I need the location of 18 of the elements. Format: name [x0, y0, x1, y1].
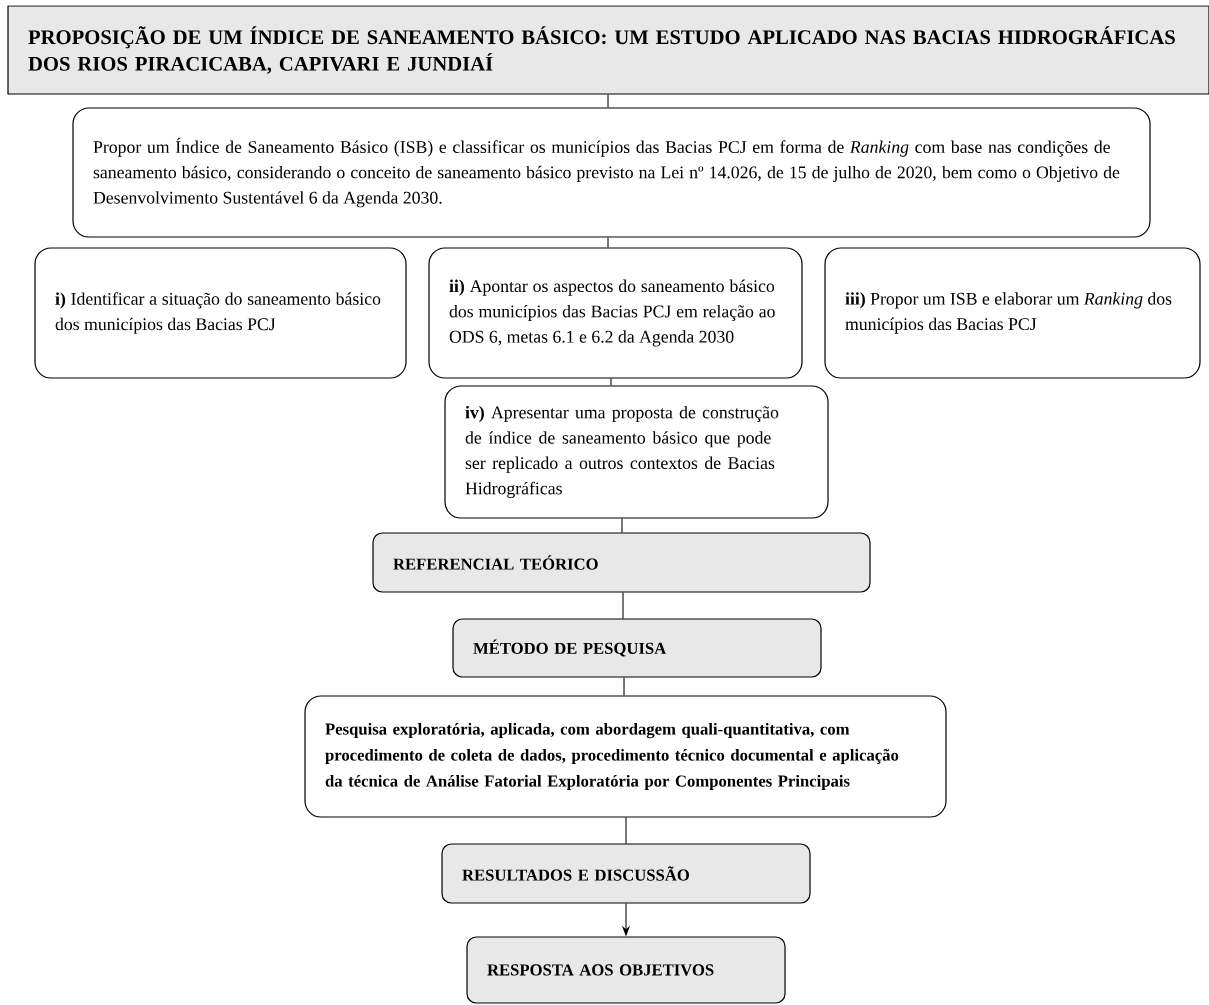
- connector: [623, 677, 625, 696]
- method-box: Pesquisa exploratória, aplicada, com abordagem quali-quantitativa, com procedimento de coleta de dados, procedimento técnico documental e aplicação da técnica de Análise Fatorial Exploratória por Componentes Principais: [304, 695, 947, 818]
- connector: [607, 237, 609, 248]
- title-box: PROPOSIÇÃO DE UM ÍNDICE DE SANEAMENTO BÁSICO: UM ESTUDO APLICADO NAS BACIAS HIDROGRÁFICAS DOS RIOS PIRACICABA, CAPIVARI E JUNDIAÍ: [7, 5, 1209, 95]
- connector: [622, 592, 624, 619]
- objective-box: iv) Apresentar uma proposta de construção de índice de saneamento básico que pode ser replicado a outros contextos de Bacias Hidrográficas: [444, 385, 829, 519]
- connector: [607, 94, 609, 108]
- objective-box: ii) Apontar os aspectos do saneamento básico dos municípios das Bacias PCJ em relação ao ODS 6, metas 6.1 e 6.2 da Agenda 2030: [428, 247, 803, 379]
- stage-box: REFERENCIAL TEÓRICO: [372, 532, 871, 593]
- connector: [610, 378, 612, 386]
- objective-box: Propor um Índice de Saneamento Básico (ISB) e classificar os municípios das Bacias PCJ em forma de Ranking com base nas condições de saneamento básico, considerando o conceito de saneamento básico previsto na Lei nº 14.026, de 15 de julho de 2020, bem como o Objetivo de Desenvolvimento Sustentável 6 da Agenda 2030.: [72, 107, 1151, 238]
- objective-box: i) Identificar a situação do saneamento básico dos municípios das Bacias PCJ: [34, 247, 407, 379]
- objective-box: iii) Propor um ISB e elaborar um Ranking dos municípios das Bacias PCJ: [824, 247, 1201, 379]
- stage-box: RESPOSTA AOS OBJETIVOS: [466, 936, 786, 1004]
- stage-box: MÉTODO DE PESQUISA: [452, 618, 822, 678]
- connector: [625, 817, 627, 844]
- connector: [621, 518, 623, 533]
- stage-box: RESULTADOS E DISCUSSÃO: [441, 843, 811, 904]
